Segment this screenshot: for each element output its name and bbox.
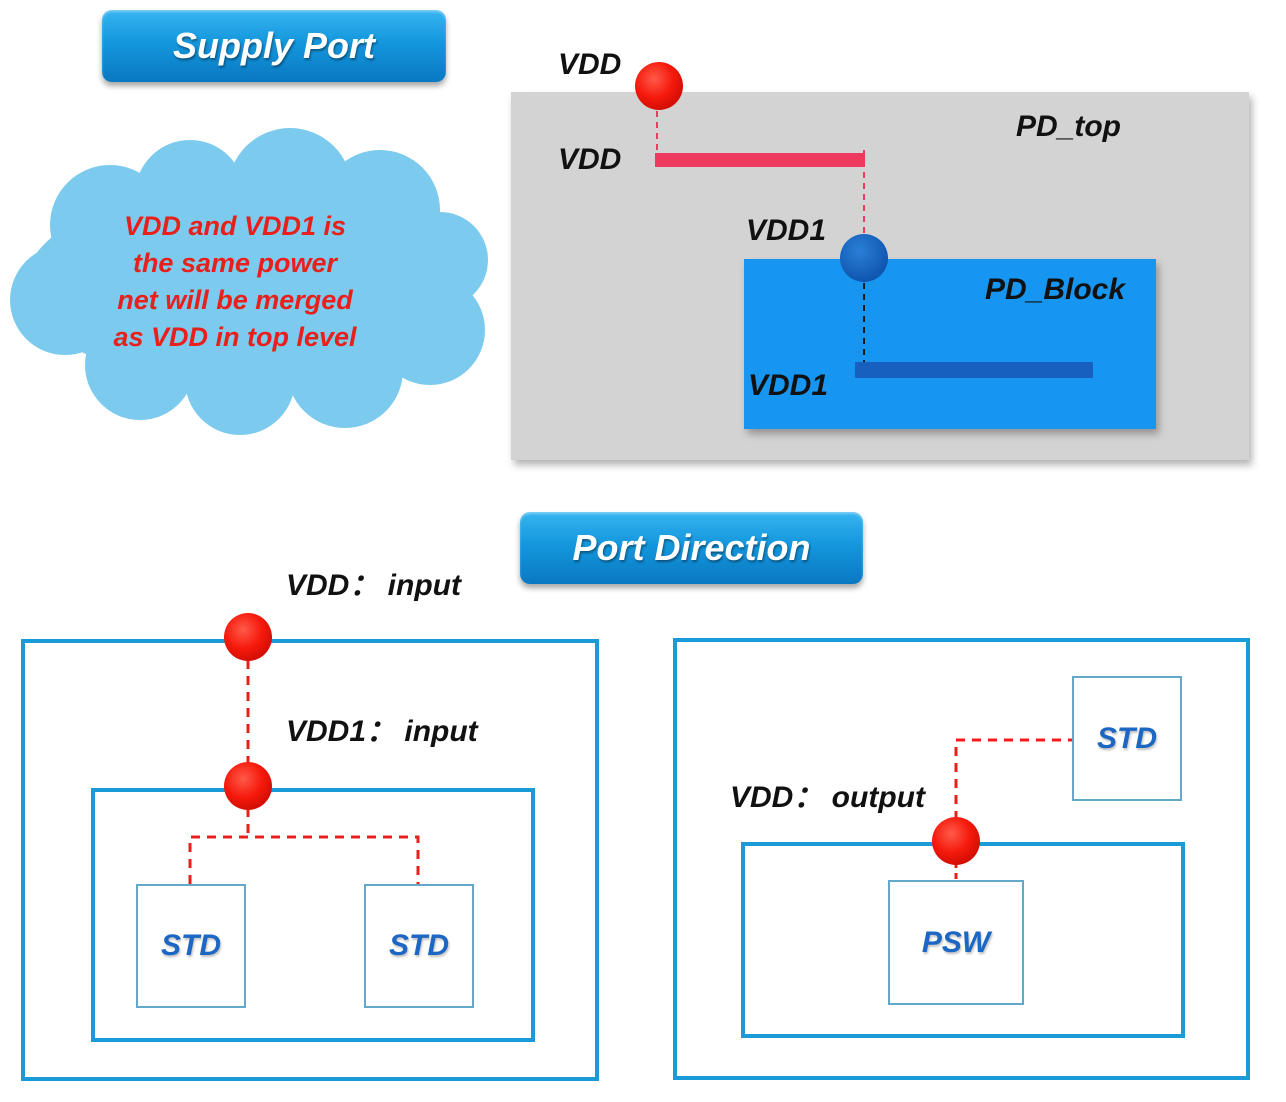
cloud-shape (10, 128, 488, 435)
vdd-port-label: VDD (558, 48, 622, 81)
pd-block-label: PD_Block (985, 273, 1126, 306)
supply-port-title: Supply Port (102, 10, 446, 82)
left-vdd1-input-port (224, 762, 272, 810)
vdd1-supply-port (840, 234, 888, 282)
right-std-cell: STD (1072, 676, 1182, 801)
right-vdd-output-label: VDD： output (730, 781, 925, 814)
vdd-rail-label: VDD (558, 143, 622, 176)
left-vdd-input-port (224, 613, 272, 661)
left-top-domain-box (21, 639, 599, 1081)
vdd-power-rail (655, 153, 865, 167)
cloud-note-line: net will be merged (117, 285, 353, 315)
vdd1-port-label: VDD1 (746, 214, 827, 247)
left-branch-connector (188, 835, 420, 884)
left-vdd1-input-label: VDD1： input (286, 715, 478, 748)
left-std-cell-2: STD (364, 884, 474, 1008)
cloud-note-line: VDD and VDD1 is (123, 211, 347, 241)
left-vdd-input-label: VDD： input (286, 569, 461, 602)
right-top-domain-box (673, 638, 1250, 1080)
vdd1-rail-label: VDD1 (748, 369, 829, 402)
port-direction-title: Port Direction (520, 512, 863, 584)
right-vdd-output-port (932, 817, 980, 865)
vdd-supply-port (635, 62, 683, 110)
cloud-note: VDD and VDD1 is the same power net will … (60, 208, 410, 356)
right-output-connector (954, 738, 1072, 820)
left-std-cell-1: STD (136, 884, 246, 1008)
vdd1-power-rail (855, 362, 1093, 378)
cloud-note-line: as VDD in top level (113, 322, 357, 352)
left-block-domain-box (91, 788, 535, 1042)
pd-top-label: PD_top (1016, 110, 1121, 143)
right-psw-cell: PSW (888, 880, 1024, 1005)
cloud-note-line: the same power (132, 248, 338, 278)
pd-block-region (744, 259, 1156, 429)
